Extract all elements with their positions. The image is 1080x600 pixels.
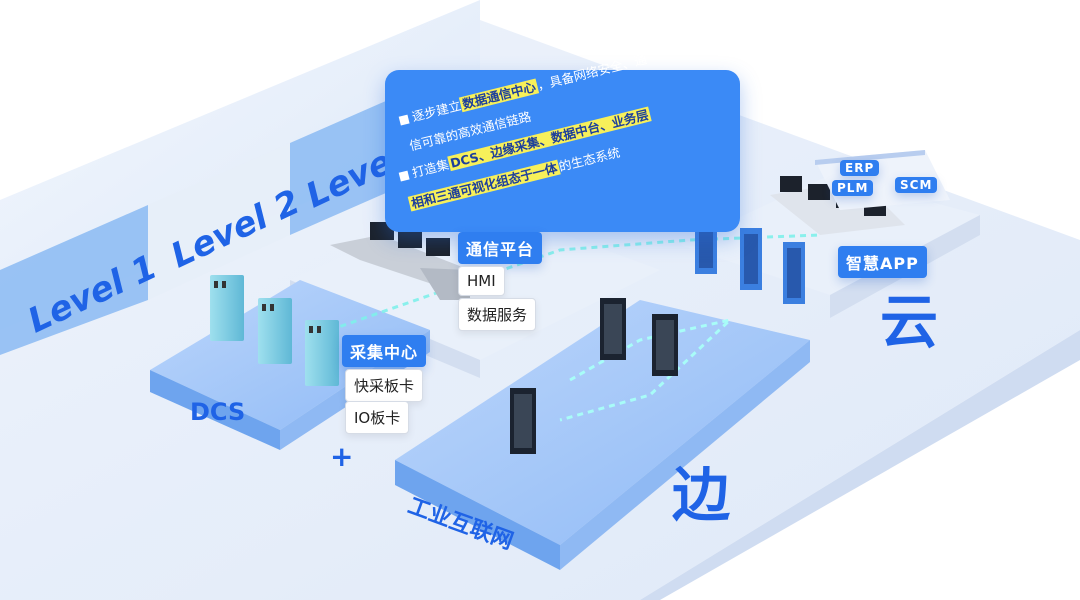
dcs-cabinet-1	[210, 275, 244, 341]
edge-label: 边	[672, 461, 731, 529]
iiot-tile	[395, 300, 810, 545]
smart-app-tag: 智慧APP	[838, 246, 927, 278]
collect-center-tag: 采集中心	[342, 335, 427, 367]
edge-servers	[510, 298, 678, 454]
io-card-chip: IO板卡	[345, 401, 410, 434]
erp-label: ERP	[840, 160, 880, 176]
plus-label: +	[330, 440, 354, 473]
scm-label: SCM	[895, 177, 938, 193]
floor-side	[640, 330, 1080, 600]
level-2-band	[148, 143, 290, 300]
data-service-chip: 数据服务	[458, 298, 537, 331]
plm-label: PLM	[832, 180, 874, 196]
network-line-2	[559, 317, 736, 422]
hmi-chip: HMI	[458, 266, 505, 296]
level-1-band	[0, 205, 148, 355]
dcs-label: DCS	[190, 398, 246, 426]
cloud-label: 云	[880, 288, 939, 356]
checkbox-icon	[398, 114, 410, 126]
comm-platform-tag: 通信平台	[458, 232, 543, 264]
dcs-cabinet-2	[258, 298, 292, 364]
dcs-cabinet-3	[305, 320, 339, 386]
fast-card-chip: 快采板卡	[345, 369, 424, 402]
info-callout: 逐步建立数据通信中心，具备网络安全、通 信可靠的高效通信链路 打造集DCS、边缘…	[385, 51, 740, 232]
checkbox-icon	[398, 170, 410, 182]
monitor-icon	[370, 222, 450, 256]
